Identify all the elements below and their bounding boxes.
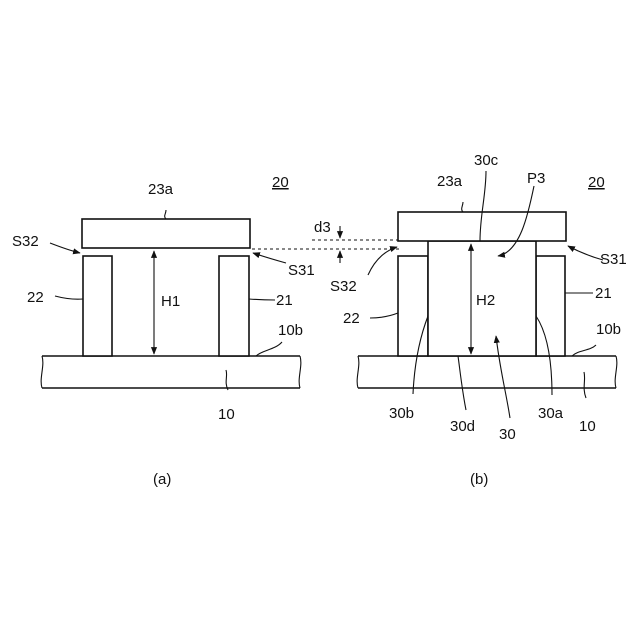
- figure-ref-label-b: 20: [588, 174, 605, 191]
- top-plate-label-b: 23a: [437, 173, 463, 190]
- insert-left-label-b: 30b: [389, 405, 414, 422]
- base-label-a: 10: [218, 406, 235, 423]
- base-b: [357, 356, 617, 388]
- figure-ref-label: 20: [272, 174, 289, 191]
- right-post-label-b: 21: [595, 285, 612, 302]
- point-label-b: P3: [527, 170, 545, 187]
- gap-label-b: d3: [314, 219, 331, 236]
- top-plate-label-a: 23a: [148, 181, 174, 198]
- right-post-a: [219, 256, 249, 356]
- left-post-label-a: 22: [27, 289, 44, 306]
- height-label-a: H1: [161, 293, 180, 310]
- insert-top-label-b: 30c: [474, 152, 499, 169]
- right-post-label-a: 21: [276, 292, 293, 309]
- left-post-a: [83, 256, 112, 356]
- panel-b: 23a 30c P3 20 S31 S32 22 21 H2 10b 30b 3…: [330, 152, 627, 488]
- caption-b: (b): [470, 471, 488, 488]
- surface-label-s32-a: S32: [12, 233, 39, 250]
- top-plate-a: [82, 219, 250, 248]
- base-surface-label-a: 10b: [278, 322, 303, 339]
- base-surface-label-b: 10b: [596, 321, 621, 338]
- left-post-b: [398, 256, 428, 356]
- left-post-label-b: 22: [343, 310, 360, 327]
- reference-lines: d3: [252, 219, 400, 263]
- surface-label-s32-b: S32: [330, 278, 357, 295]
- insert-right-label-b: 30a: [538, 405, 564, 422]
- base-label-b: 10: [579, 418, 596, 435]
- caption-a: (a): [153, 471, 171, 488]
- right-post-b: [536, 256, 565, 356]
- insert-bottom-label-b: 30d: [450, 418, 475, 435]
- panel-a: 23a S32 S31 22 21 H1 10b 10 20 (a): [12, 174, 315, 488]
- surface-label-s31-a: S31: [288, 262, 315, 279]
- base-a: [41, 356, 301, 388]
- surface-label-s31-b: S31: [600, 251, 627, 268]
- height-label-b: H2: [476, 292, 495, 309]
- insert-label-b: 30: [499, 426, 516, 443]
